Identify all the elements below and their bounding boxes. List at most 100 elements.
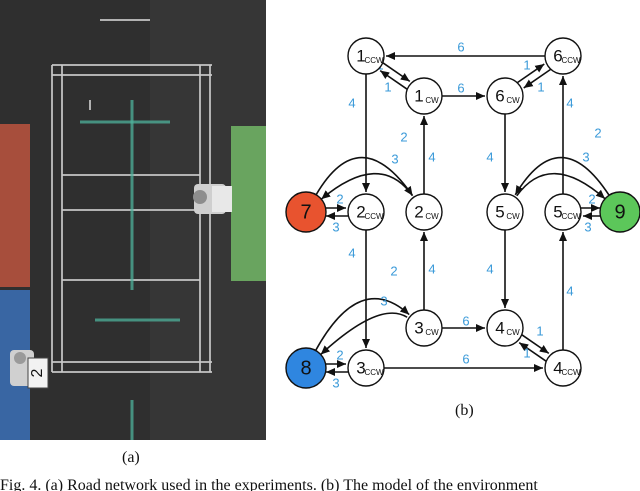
edge-label: 2 xyxy=(594,125,601,140)
edge-n5cw-n9 xyxy=(516,172,606,200)
edge-label: 6 xyxy=(457,80,464,95)
node-label: 3 xyxy=(356,358,365,377)
node-direction-label: CCW xyxy=(364,212,384,221)
node-direction-label: CCW xyxy=(561,56,581,65)
edge-label: 4 xyxy=(566,283,573,298)
edge-label: 1 xyxy=(523,57,530,72)
node-circle xyxy=(486,193,524,231)
node-label: 2 xyxy=(356,202,365,221)
robot-right xyxy=(193,184,232,214)
edge-n6cw-n6ccw xyxy=(517,63,545,84)
road-network-photo: 2 xyxy=(0,0,266,440)
node-circle xyxy=(405,193,443,231)
edge-label: 4 xyxy=(566,95,573,110)
node-circle xyxy=(544,193,582,231)
edge-n3cw-n8 xyxy=(320,312,408,356)
edge-label: 3 xyxy=(584,219,591,234)
edge-n9-n5cw xyxy=(514,156,610,196)
node-label: 4 xyxy=(495,318,504,337)
edge-label: 4 xyxy=(486,149,493,164)
figure-caption: Fig. 4. (a) Road network used in the exp… xyxy=(0,478,538,491)
edge-n4cw-n4ccw xyxy=(521,334,550,355)
red-zone xyxy=(0,124,30,287)
node-label: 7 xyxy=(300,201,311,223)
node-circle xyxy=(599,191,640,233)
edge-label: 2 xyxy=(336,347,343,362)
panel-a-label: (a) xyxy=(122,449,140,466)
node-label: 5 xyxy=(495,202,504,221)
node-circle xyxy=(405,77,443,115)
node-label: 6 xyxy=(553,46,562,65)
node-direction-label: CW xyxy=(425,328,439,337)
robot-marker-card xyxy=(27,357,49,389)
node-circle xyxy=(347,37,385,75)
edge-n4ccw-n4cw xyxy=(518,341,547,362)
edge-n2cw-n7 xyxy=(320,172,414,200)
edge-label: 4 xyxy=(348,95,355,110)
node-circle xyxy=(544,349,582,387)
edge-n8-n3cw xyxy=(314,297,410,351)
node-circle xyxy=(285,347,327,389)
node-label: 4 xyxy=(553,358,562,377)
edge-label: 1 xyxy=(384,79,391,94)
edge-label: 2 xyxy=(588,191,595,206)
node-label: 3 xyxy=(414,318,423,337)
node-direction-label: CCW xyxy=(561,212,581,221)
edge-label: 3 xyxy=(332,375,339,390)
graph-edges xyxy=(314,52,610,376)
robot-marker-text: 2 xyxy=(29,368,46,377)
node-direction-label: CCW xyxy=(364,368,384,377)
green-zone xyxy=(231,126,266,281)
edge-n1cw-n1ccw xyxy=(379,69,408,90)
edge-label: 3 xyxy=(391,151,398,166)
edge-label: 6 xyxy=(457,39,464,54)
node-n9: 9 xyxy=(599,191,640,233)
node-circle xyxy=(285,191,327,233)
panel-b-label: (b) xyxy=(455,402,474,419)
edge-label: 4 xyxy=(428,261,435,276)
edge-label: 1 xyxy=(537,79,544,94)
node-label: 2 xyxy=(414,202,423,221)
node-direction-label: CW xyxy=(425,212,439,221)
node-circle xyxy=(486,309,524,347)
edge-label: 4 xyxy=(486,261,493,276)
node-n8: 8 xyxy=(285,347,327,389)
node-circle xyxy=(347,193,385,231)
edge-label: 1 xyxy=(536,323,543,338)
node-label: 5 xyxy=(553,202,562,221)
edge-label: 1 xyxy=(523,345,530,360)
node-direction-label: CW xyxy=(425,96,439,105)
node-circle xyxy=(405,309,443,347)
edge-n1ccw-n1cw xyxy=(382,62,411,83)
edge-n7-n2cw xyxy=(315,156,414,197)
node-label: 6 xyxy=(495,86,504,105)
edge-label: 6 xyxy=(462,313,469,328)
node-direction-label: CW xyxy=(506,212,520,221)
edge-label: 6 xyxy=(462,351,469,366)
node-direction-label: CW xyxy=(506,96,520,105)
node-direction-label: CCW xyxy=(364,56,384,65)
node-direction-label: CW xyxy=(506,328,520,337)
edge-label: 3 xyxy=(332,219,339,234)
edge-label: 2 xyxy=(336,191,343,206)
node-label: 8 xyxy=(300,357,311,379)
node-circle xyxy=(544,37,582,75)
node-label: 1 xyxy=(414,86,423,105)
edge-label: 4 xyxy=(348,245,355,260)
robot-left: 2 xyxy=(10,350,49,389)
edge-n6ccw-n6cw xyxy=(523,68,551,89)
edge-label: 2 xyxy=(400,129,407,144)
node-n7: 7 xyxy=(285,191,327,233)
edge-label: 4 xyxy=(428,149,435,164)
